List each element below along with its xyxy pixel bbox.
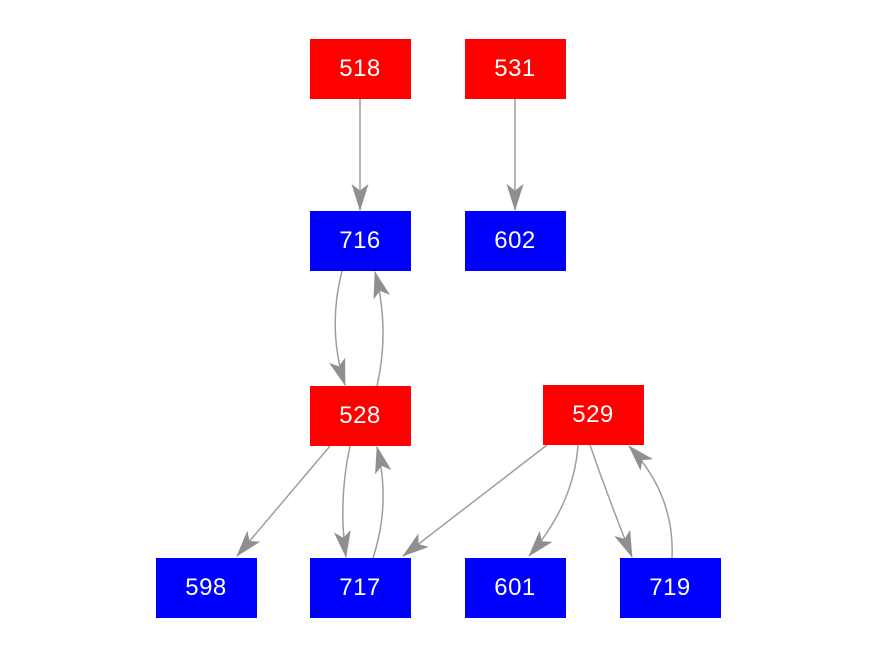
edge-group [236,99,673,559]
graph-node-598: 598 [155,558,257,618]
graph-node-label: 598 [185,574,227,601]
graph-edge-719-to-529 [628,445,673,559]
graph-node-label: 716 [339,227,381,254]
graph-edge-529-to-717 [402,444,548,557]
graph-node-label: 717 [339,574,381,601]
graph-node-529: 529 [542,385,644,445]
graph-edge-528-to-716 [373,271,390,387]
graph-node-label: 601 [494,574,536,601]
graph-edge-529-to-719 [589,444,633,558]
graph-edge-529-to-601 [528,444,579,557]
graph-node-601: 601 [464,558,566,618]
graph-node-717: 717 [309,558,411,618]
graph-node-label: 528 [339,402,381,429]
graph-node-528: 528 [309,386,411,446]
graph-node-label: 531 [494,55,536,82]
graph-node-label: 719 [649,574,691,601]
graph-edge-528-to-598 [236,445,331,557]
graph-node-label: 518 [339,55,381,82]
graph-node-719: 719 [619,558,721,618]
graph-node-602: 602 [464,211,566,271]
graph-node-716: 716 [309,211,411,271]
graph-node-518: 518 [309,39,411,99]
graph-edge-528-to-717 [333,445,351,558]
graph-edge-716-to-528 [328,270,346,386]
graph-node-label: 602 [494,227,536,254]
graph-node-label: 529 [572,401,614,428]
graph-edge-717-to-528 [372,446,392,559]
graph-node-531: 531 [464,39,566,99]
